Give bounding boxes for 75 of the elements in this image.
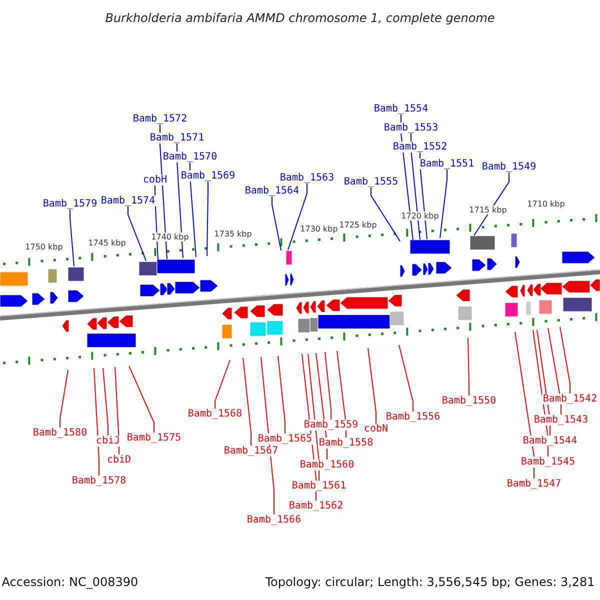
gene-label: Bamb_1547 xyxy=(506,478,562,490)
gene-label: Bamb_1579 xyxy=(42,198,98,210)
leader-line xyxy=(114,366,120,455)
tick-label: 1735 kbp xyxy=(213,230,253,238)
leader-line xyxy=(288,183,308,250)
leader-line xyxy=(70,209,74,267)
tick-label: 1710 kbp xyxy=(526,200,566,208)
gene-label: Bamb_1580 xyxy=(32,428,88,438)
leader-line xyxy=(278,356,286,434)
gene-label: Bamb_1542 xyxy=(542,394,598,404)
gene-label: Bamb_1572 xyxy=(132,114,188,124)
leader-line xyxy=(440,169,448,239)
gene-label: Bamb_1565 xyxy=(256,434,314,444)
leader-line xyxy=(94,368,100,476)
gene-label: Bamb_1562 xyxy=(288,500,344,512)
gene-label: Bamb_1561 xyxy=(290,480,348,492)
gene-label: Bamb_1571 xyxy=(148,132,206,144)
gene-label: cobH xyxy=(142,174,168,186)
leader-line xyxy=(560,326,570,394)
gene-label: Bamb_1545 xyxy=(520,456,576,468)
gene-label: Bamb_1560 xyxy=(298,460,356,470)
gene-label: Bamb_1575 xyxy=(126,432,182,444)
gene-label: Bamb_1567 xyxy=(222,446,280,456)
leader-line xyxy=(398,344,414,412)
leader-line xyxy=(474,172,510,236)
gene-label: Bamb_1553 xyxy=(382,122,440,134)
gene-label: Bamb_1556 xyxy=(384,412,442,422)
leader-line xyxy=(242,358,252,446)
leader-line xyxy=(548,328,562,415)
gene-label: Bamb_1578 xyxy=(70,476,128,486)
gene-label: Bamb_1552 xyxy=(392,142,448,152)
leader-line xyxy=(514,332,534,479)
tick-label: 1745 kbp xyxy=(87,238,127,248)
tick-label: 1715 kbp xyxy=(468,206,508,214)
gene-label: Bamb_1543 xyxy=(532,414,590,426)
gene-label: Bamb_1570 xyxy=(162,152,218,162)
leader-line xyxy=(214,360,230,409)
leader-line xyxy=(370,187,400,242)
leader-line xyxy=(190,162,196,258)
gene-label: Bamb_1569 xyxy=(180,170,236,182)
gene-label: Bamb_1549 xyxy=(480,162,538,172)
leader-line xyxy=(206,181,208,257)
tick-label: 1720 kbp xyxy=(400,212,440,220)
leader-line xyxy=(368,348,376,424)
gene-label: Bamb_1558 xyxy=(318,438,374,448)
gene-label: Bamb_1559 xyxy=(302,420,360,430)
gene-label: Bamb_1563 xyxy=(278,172,336,184)
gene-label: Bamb_1555 xyxy=(342,176,400,188)
tick-label: 1730 kbp xyxy=(299,224,339,234)
gene-label: Bamb_1568 xyxy=(186,408,244,420)
title: Burkholderia ambifaria AMMD chromosome 1, complete genome xyxy=(105,11,495,25)
leader-line xyxy=(260,356,274,515)
tick-label: 1750 kbp xyxy=(24,242,64,252)
gene-label: Bamb_1551 xyxy=(418,158,476,170)
leader-line xyxy=(336,350,346,438)
gene-label: Bamb_1550 xyxy=(440,396,498,406)
gene-label: Bamb_1566 xyxy=(246,514,302,526)
leader-line xyxy=(468,338,470,396)
gene-label: Bamb_1544 xyxy=(522,436,578,446)
tick-label: 1740 kbp xyxy=(150,232,190,242)
gene-label: cobN xyxy=(362,424,390,434)
leader-line xyxy=(324,352,332,420)
gene-label: Bamb_1574 xyxy=(100,196,156,206)
gene-label: Bamb_1564 xyxy=(244,186,300,196)
summary-text: Topology: circular; Length: 3,556,545 bp; Genes: 3,281 xyxy=(265,575,595,589)
gene-label: cbiD xyxy=(106,454,132,466)
leader-line xyxy=(272,196,282,251)
leader-line xyxy=(128,206,146,262)
leader-line xyxy=(102,368,108,436)
gene-label: Bamb_1554 xyxy=(372,104,430,114)
leader-line xyxy=(60,370,68,428)
tick-label: 1725 kbp xyxy=(338,220,378,230)
gene-label: cbiJ xyxy=(94,436,122,446)
accession-text: Accession: NC_008390 xyxy=(2,575,138,589)
leader-line xyxy=(128,366,154,433)
